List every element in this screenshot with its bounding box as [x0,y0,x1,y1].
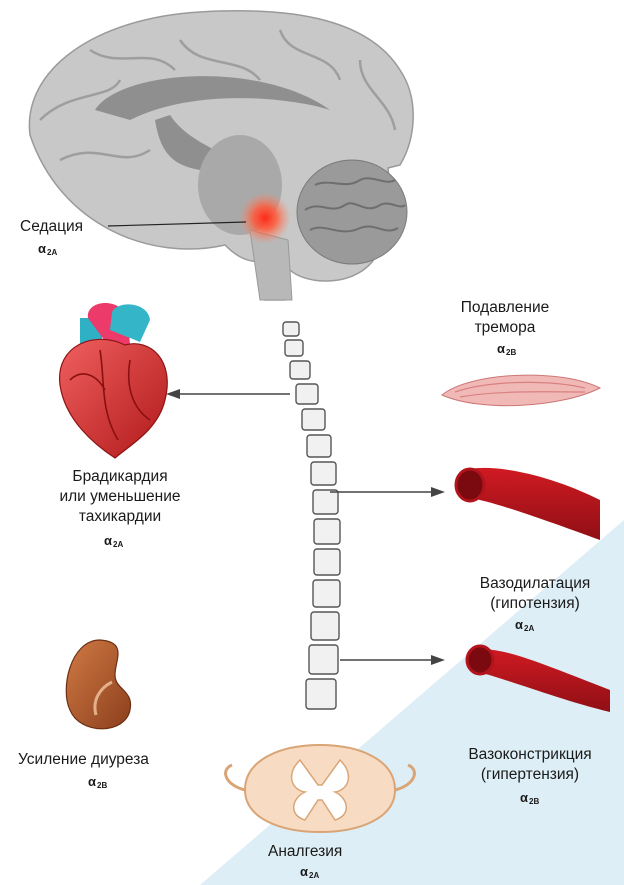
arrow-to-vasoconstriction [340,655,445,665]
analgesia-label: Аналгезия [268,842,342,862]
arrow-to-vasodilation [330,487,445,497]
dilated-vessel-icon [456,468,600,540]
analgesia-receptor: α2A [300,864,319,880]
brain-icon [29,11,413,300]
bradycardia-label: Брадикардия или уменьшение тахикардии [30,467,210,527]
vasoconstriction-label: Вазоконстрикция (гипертензия) [440,745,620,785]
diuresis-label: Усиление диуреза [18,750,149,770]
sedation-label: Седация [20,217,83,237]
vasoconstriction-receptor: α2B [520,790,539,806]
muscle-icon [442,375,600,406]
kidney-icon [66,640,130,729]
sedation-glow [239,192,291,244]
vasodilation-receptor: α2A [515,617,534,633]
spine-icon [283,322,340,709]
vasodilation-label: Вазодилатация (гипотензия) [445,574,624,614]
sedation-receptor: α2A [38,241,57,257]
heart-icon [60,303,168,458]
bradycardia-receptor: α2A [104,533,123,549]
tremor-label: Подавление тремора [425,298,585,338]
diuresis-receptor: α2B [88,774,107,790]
tremor-receptor: α2B [497,341,516,357]
arrow-to-heart [166,389,290,399]
